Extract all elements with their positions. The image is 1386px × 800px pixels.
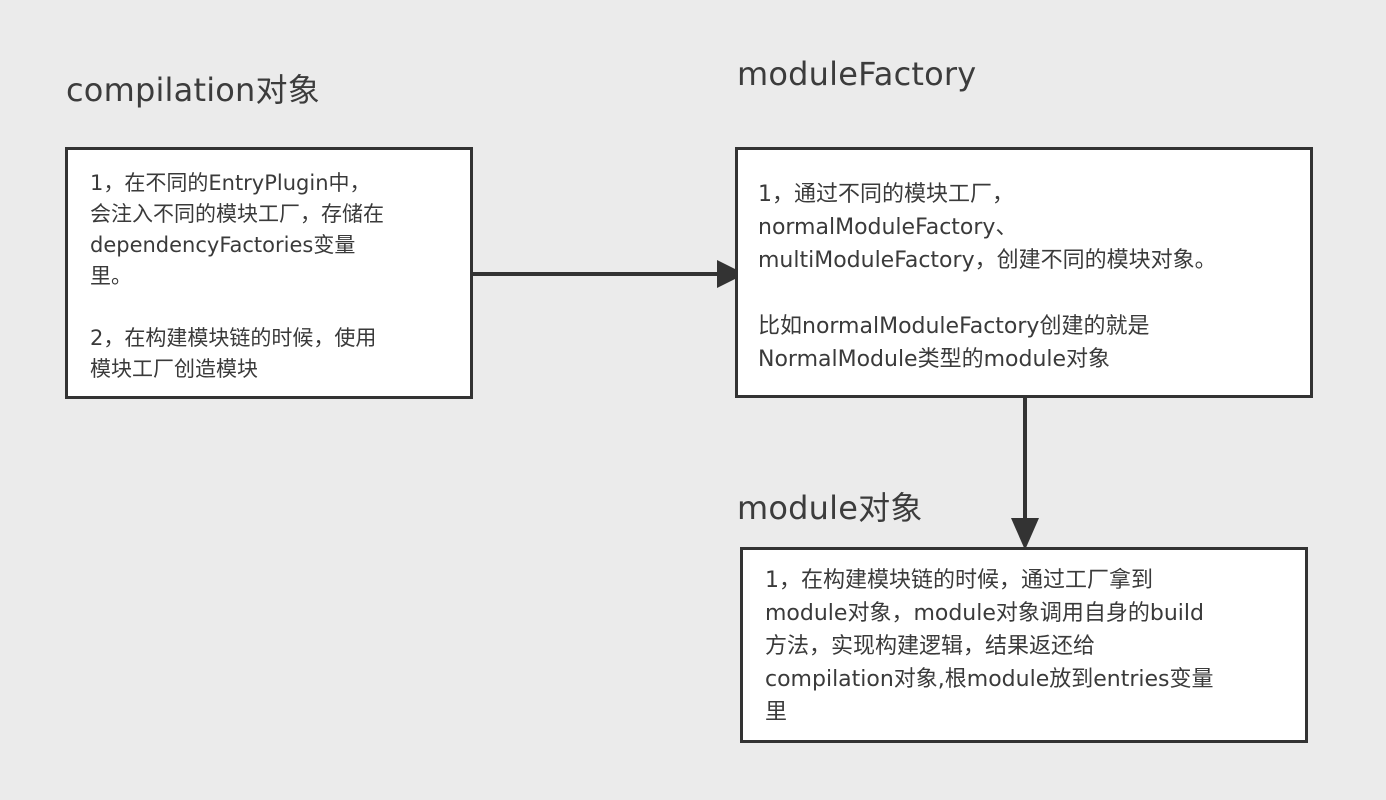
node-paragraph: 1，在构建模块链的时候，通过工厂拿到 module对象，module对象调用自身… xyxy=(765,568,1214,725)
node-title-modulefactory: moduleFactory xyxy=(737,55,977,93)
node-body-modulefactory: 1，通过不同的模块工厂， normalModuleFactory、 multiM… xyxy=(738,150,1310,376)
node-box-modulefactory[interactable]: 1，通过不同的模块工厂， normalModuleFactory、 multiM… xyxy=(735,147,1313,398)
node-box-compilation[interactable]: 1，在不同的EntryPlugin中， 会注入不同的模块工厂，存储在 depen… xyxy=(65,147,473,399)
node-title-module: module对象 xyxy=(737,489,923,527)
node-body-compilation: 1，在不同的EntryPlugin中， 会注入不同的模块工厂，存储在 depen… xyxy=(68,150,470,385)
node-title-compilation: compilation对象 xyxy=(66,71,320,109)
arrow-down-icon xyxy=(1011,396,1039,550)
node-paragraph: 比如normalModuleFactory创建的就是 NormalModule类… xyxy=(758,314,1150,372)
node-box-module[interactable]: 1，在构建模块链的时候，通过工厂拿到 module对象，module对象调用自身… xyxy=(740,547,1308,743)
node-paragraph: 1，通过不同的模块工厂， normalModuleFactory、 multiM… xyxy=(758,182,1217,273)
arrow-right-icon xyxy=(470,260,745,288)
node-body-module: 1，在构建模块链的时候，通过工厂拿到 module对象，module对象调用自身… xyxy=(743,550,1305,729)
node-paragraph: 1，在不同的EntryPlugin中， 会注入不同的模块工厂，存储在 depen… xyxy=(90,171,384,288)
node-paragraph: 2，在构建模块链的时候，使用 模块工厂创造模块 xyxy=(90,326,377,381)
